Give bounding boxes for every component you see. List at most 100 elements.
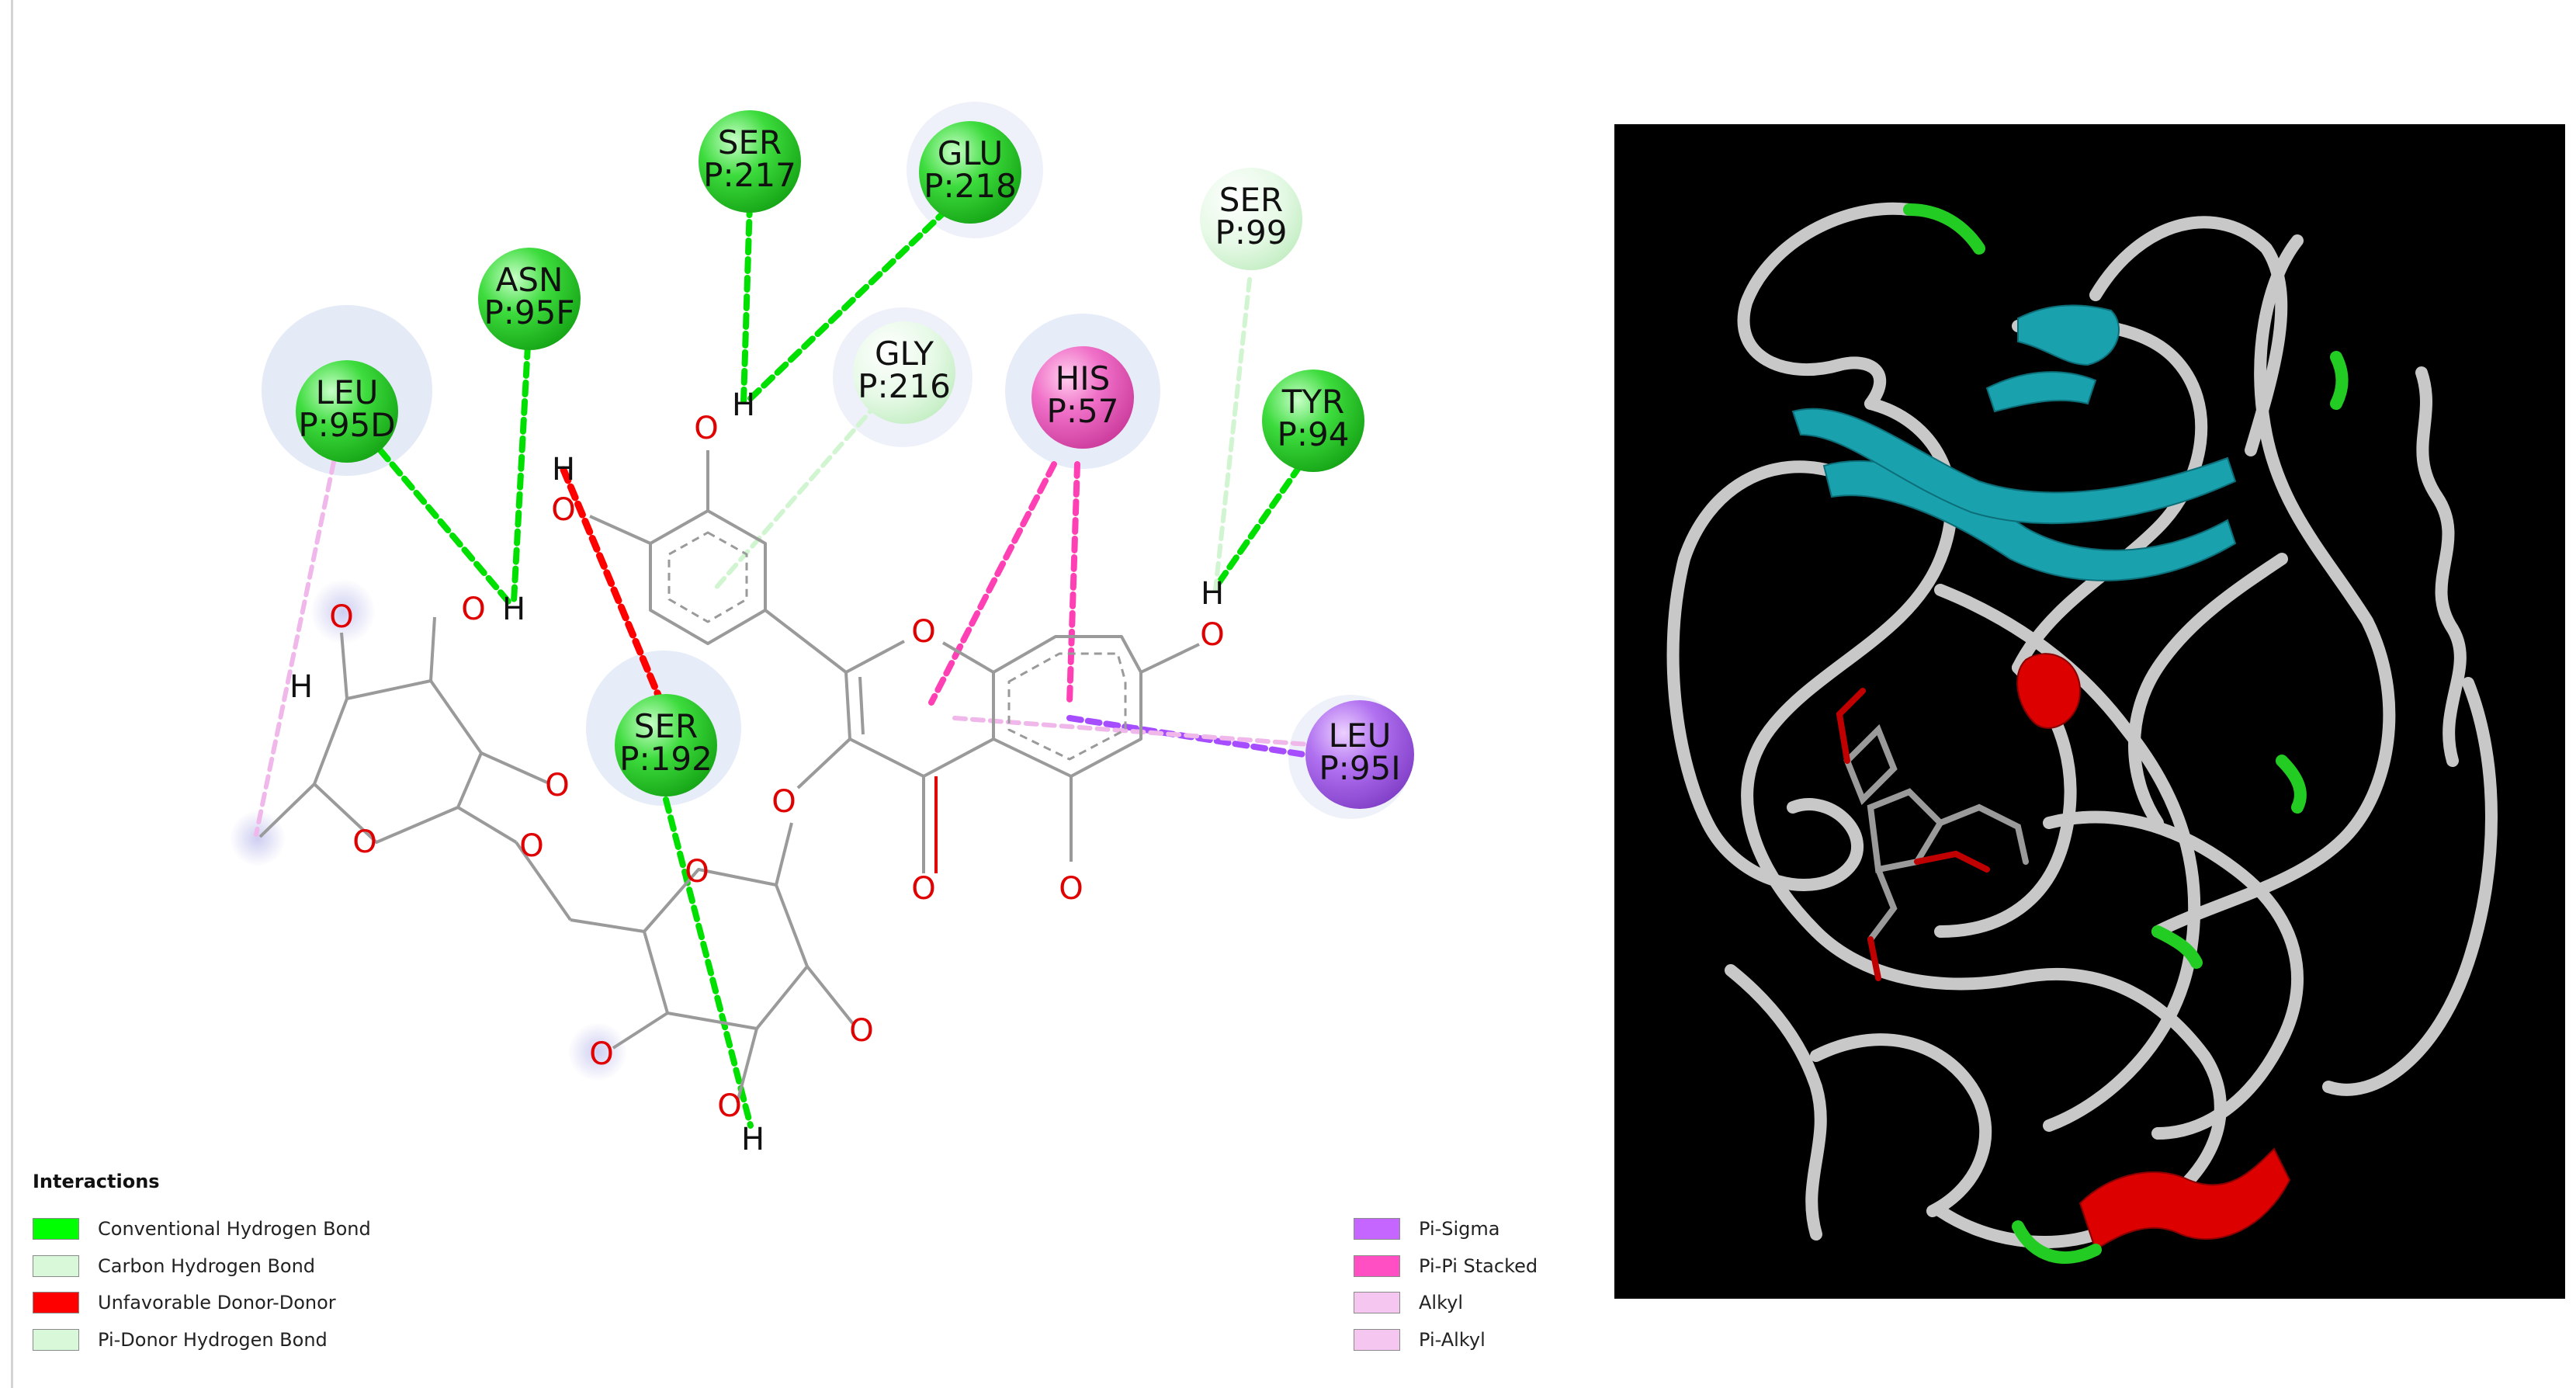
residue-glu218: GLU P:218 [919, 121, 1021, 224]
pi-pi-stacked-his57-b [1066, 461, 1080, 706]
residue-ser99: SER P:99 [1200, 168, 1302, 270]
legend-swatch [33, 1255, 79, 1277]
hbond-tyr94 [1212, 463, 1303, 591]
legend-swatch [1354, 1255, 1400, 1277]
legend-swatch [1354, 1329, 1400, 1351]
legend-label: Unfavorable Donor-Donor [98, 1292, 336, 1313]
hbond-asn95f [511, 342, 531, 605]
interactions-legend: Interactions Conventional Hydrogen Bond … [33, 1171, 1585, 1365]
residue-name: HIS [1056, 359, 1111, 397]
left-border-line [11, 0, 13, 1388]
protein-ribbon-image [1614, 124, 2565, 1299]
legend-label: Pi-Alkyl [1419, 1329, 1486, 1351]
residue-id: P:95F [484, 293, 574, 331]
carbon-hbond-ser99 [1213, 277, 1252, 592]
legend-swatch [1354, 1292, 1400, 1313]
residue-name: TYR [1281, 383, 1345, 421]
atom-oxygen: O [1200, 617, 1224, 653]
legend-item-pi-pi-stacked: Pi-Pi Stacked [1354, 1253, 1538, 1279]
atom-oxygen: O [911, 871, 935, 907]
residue-id: P:99 [1215, 213, 1288, 252]
atom-oxygen: O [1059, 871, 1083, 907]
legend-item-unfavorable-donor-donor: Unfavorable Donor-Donor [33, 1289, 336, 1316]
helices [2016, 653, 2291, 1251]
pi-alkyl-leu95i [952, 716, 1322, 748]
legend-item-pi-donor-hydrogen-bond: Pi-Donor Hydrogen Bond [33, 1327, 328, 1353]
hbond-ser192 [663, 796, 754, 1129]
legend-item-alkyl: Alkyl [1354, 1289, 1463, 1316]
atom-oxygen: O [911, 614, 935, 650]
atom-oxygen: O [589, 1036, 613, 1072]
atom-hydrogen: H [732, 387, 755, 423]
legend-label: Conventional Hydrogen Bond [98, 1218, 371, 1240]
atom-oxygen: O [849, 1013, 873, 1049]
residue-leu95d: LEU P:95D [296, 360, 398, 463]
residue-id: P:57 [1047, 392, 1119, 430]
residue-id: P:95D [298, 406, 395, 444]
atom-oxygen: O [461, 592, 485, 627]
residue-gly216: GLY P:216 [853, 321, 955, 424]
residue-id: P:192 [619, 740, 712, 778]
3d-protein-structure-view [1614, 124, 2565, 1299]
legend-title: Interactions [33, 1171, 160, 1192]
ligand-sticks [1836, 688, 2029, 981]
legend-swatch [33, 1329, 79, 1351]
unfavorable-donor-donor [560, 466, 664, 703]
residue-name: SER [1219, 181, 1283, 219]
residue-id: P:217 [703, 156, 796, 194]
atom-hydrogen: H [289, 669, 313, 705]
residue-name: ASN [496, 261, 563, 299]
hbond-ser217 [740, 200, 753, 405]
atom-hydrogen: H [552, 452, 575, 488]
atom-oxygen: O [545, 768, 569, 803]
atom-oxygen: O [352, 824, 376, 860]
residue-name: GLU [938, 134, 1004, 172]
atom-oxygen: O [771, 784, 796, 820]
interaction-lines [254, 200, 1323, 1129]
residue-leu95i: LEU P:95I [1305, 700, 1414, 809]
legend-label: Pi-Pi Stacked [1419, 1255, 1538, 1277]
legend-swatch [1354, 1218, 1400, 1240]
residue-id: P:95I [1319, 749, 1400, 787]
legend-label: Pi-Sigma [1419, 1218, 1500, 1240]
atom-hydrogen: H [502, 592, 525, 627]
residue-id: P:218 [924, 167, 1017, 205]
residue-ser217: SER P:217 [699, 110, 801, 213]
residue-his57: HIS P:57 [1031, 346, 1134, 449]
hbond-leu95d [377, 447, 511, 605]
turn-segments [1903, 203, 2349, 1264]
residue-name: SER [718, 123, 782, 161]
2d-interaction-diagram: O H O H O H O H O O O O O H O O O O O O … [230, 102, 1414, 1157]
residue-name: GLY [875, 335, 934, 373]
legend-item-conventional-hydrogen-bond: Conventional Hydrogen Bond [33, 1216, 371, 1242]
atom-oxygen: O [694, 411, 718, 446]
atom-hydrogen: H [1201, 576, 1224, 612]
beta-strands [1791, 304, 2237, 581]
residue-tyr94: TYR P:94 [1262, 370, 1364, 472]
ligand-atoms: O H O H O H O H O O O O O H O O O O O O … [289, 387, 1225, 1157]
residue-asn95f: ASN P:95F [478, 248, 581, 350]
residue-name: LEU [316, 373, 379, 411]
legend-label: Carbon Hydrogen Bond [98, 1255, 316, 1277]
legend-label: Alkyl [1419, 1292, 1463, 1313]
carbon-hbond-gly216 [712, 401, 879, 592]
legend-item-pi-sigma: Pi-Sigma [1354, 1216, 1500, 1242]
residue-name: SER [634, 707, 698, 745]
residue-id: P:216 [858, 367, 951, 405]
ligand-skeleton [258, 450, 1200, 1103]
legend-label: Pi-Donor Hydrogen Bond [98, 1329, 328, 1351]
pi-pi-stacked-his57-a [928, 461, 1057, 706]
alkyl-leu95d [254, 460, 336, 837]
atom-hydrogen: H [741, 1122, 764, 1157]
atom-oxygen: O [551, 492, 575, 528]
atom-oxygen: O [519, 828, 543, 864]
atom-oxygen: O [717, 1088, 741, 1124]
atom-oxygen: O [685, 854, 709, 890]
legend-item-carbon-hydrogen-bond: Carbon Hydrogen Bond [33, 1253, 315, 1279]
legend-swatch [33, 1292, 79, 1313]
hbond-glu218 [744, 206, 950, 405]
legend-swatch [33, 1218, 79, 1240]
residue-name: LEU [1329, 717, 1392, 755]
residue-ser192: SER P:192 [615, 694, 717, 796]
legend-item-pi-alkyl: Pi-Alkyl [1354, 1327, 1486, 1353]
